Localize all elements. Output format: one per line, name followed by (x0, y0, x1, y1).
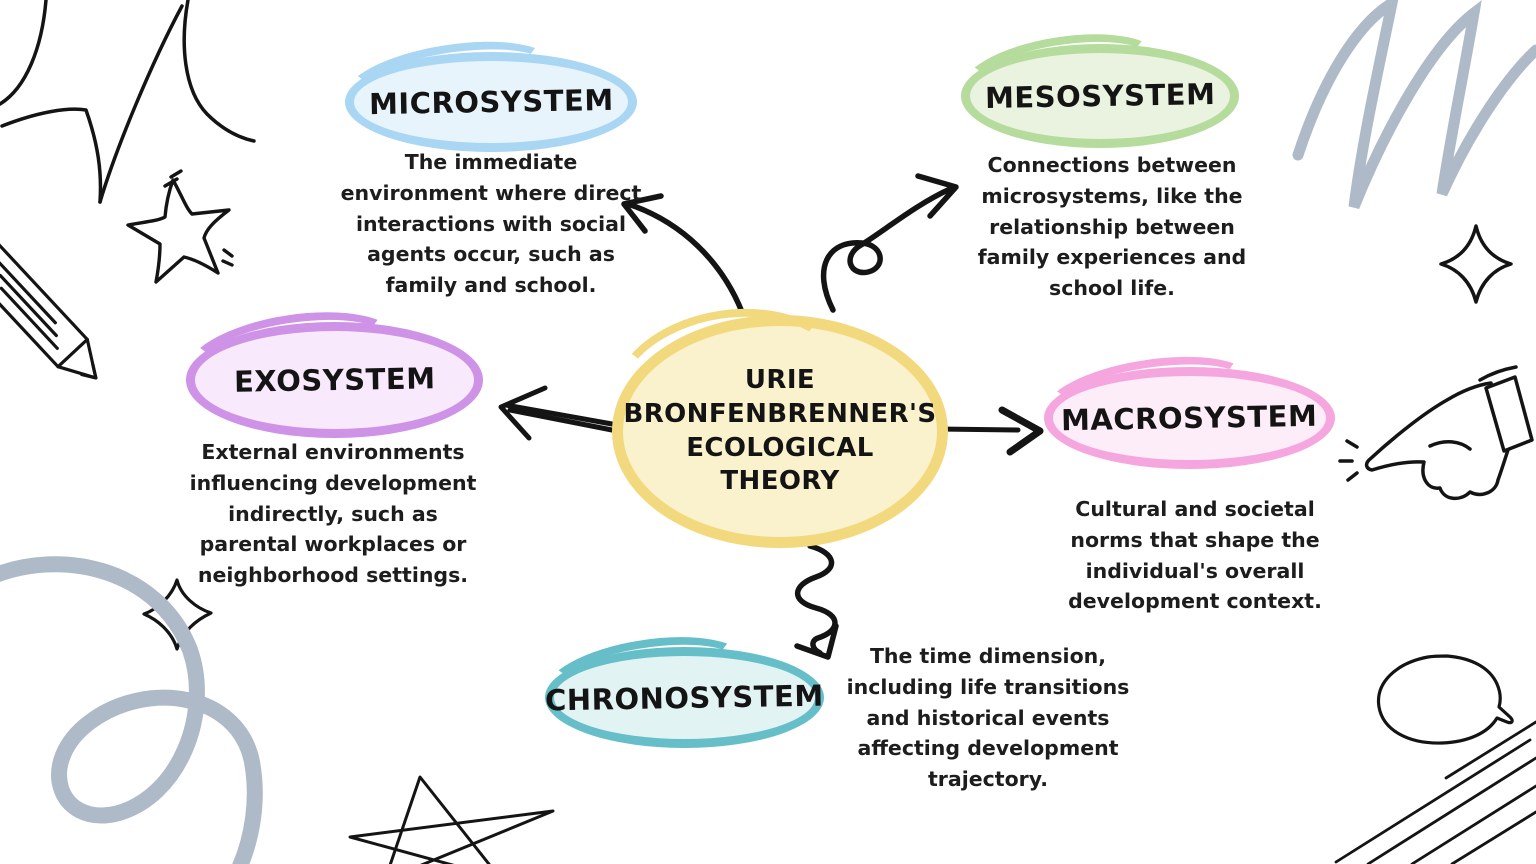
node-microsystem-ellipse: MICROSYSTEM (338, 28, 637, 152)
hatch-lines-doodle (1334, 720, 1536, 864)
center-title-line: ECOLOGICAL (686, 432, 874, 463)
arrow-to-exosystem (498, 385, 615, 441)
node-chronosystem-ellipse: CHRONOSYSTEM (539, 624, 825, 748)
burst-doodle (0, 0, 256, 204)
center-title-line: THEORY (720, 466, 840, 497)
node-exosystem-ellipse: EXOSYSTEM (178, 298, 483, 438)
node-macrosystem-description: Cultural and societal norms that shape t… (1068, 497, 1322, 614)
arrow-to-mesosystem (820, 173, 959, 313)
scribble-doodle (1292, 0, 1536, 210)
speech-bubble-doodle (1376, 654, 1514, 745)
pentagram-doodle (348, 775, 555, 864)
pointing-hand-doodle (1338, 365, 1534, 501)
node-chronosystem-label: CHRONOSYSTEM (544, 678, 825, 717)
node-microsystem-label: MICROSYSTEM (368, 82, 614, 122)
node-macrosystem-ellipse: MACROSYSTEM (1037, 343, 1335, 469)
node-mesosystem-ellipse: MESOSYSTEM (954, 21, 1239, 148)
node-exosystem-description: External environments influencing develo… (189, 440, 477, 587)
center-node-ellipse: URIE BRONFENBRENNER'S ECOLOGICAL THEORY (599, 292, 948, 548)
swirl-doodle (0, 556, 263, 864)
node-microsystem-description: The immediate environment where direct i… (340, 150, 642, 297)
center-title-line: URIE (744, 364, 816, 395)
node-chronosystem-description: The time dimension, including life trans… (846, 644, 1130, 791)
arrow-to-macrosystem (935, 406, 1044, 456)
sparkle-diamond-doodle (1439, 224, 1513, 304)
node-macrosystem-label: MACROSYSTEM (1061, 398, 1318, 438)
center-title-line: BRONFENBRENNER'S (623, 398, 937, 429)
node-exosystem-label: EXOSYSTEM (233, 361, 436, 399)
node-mesosystem-description: Connections between microsystems, like t… (977, 153, 1247, 300)
star-doodle (126, 169, 234, 284)
center-title: URIE BRONFENBRENNER'S ECOLOGICAL THEORY (624, 364, 937, 499)
node-mesosystem-label: MESOSYSTEM (984, 76, 1216, 116)
pencil-doodle (0, 242, 98, 380)
arrow-to-microsystem (621, 193, 745, 315)
arrow-to-chronosystem (794, 543, 839, 660)
